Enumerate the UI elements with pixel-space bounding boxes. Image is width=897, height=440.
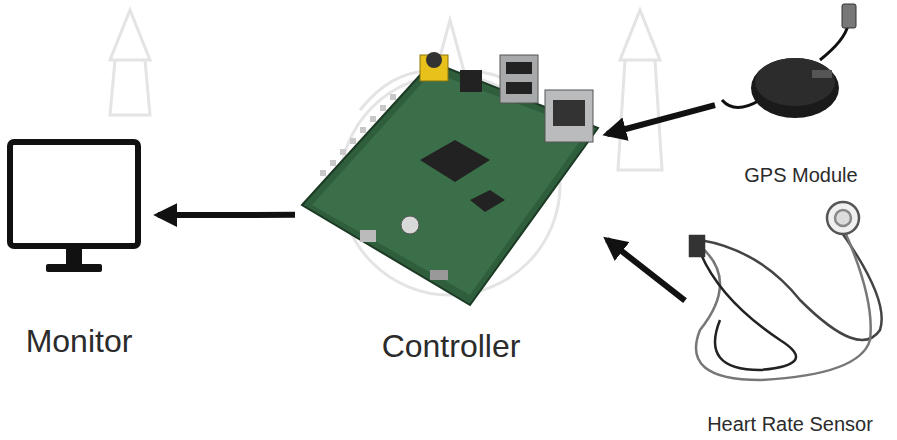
monitor-node: Monitor (0, 130, 158, 360)
controller-board (302, 52, 598, 305)
arrow-connector (607, 240, 685, 301)
heart-rate-sensor-picture (690, 202, 882, 380)
node-label: Monitor (23, 323, 136, 360)
node-label: GPS Module (741, 164, 860, 187)
heart-rate-sensor-node: Heart Rate Sensor (685, 190, 895, 436)
node-label: Controller (379, 328, 524, 365)
arrow-connector (607, 105, 715, 134)
node-label: Heart Rate Sensor (704, 413, 876, 436)
arrow-connector (158, 212, 295, 218)
controller-node: Controller (295, 35, 607, 365)
gps-module-node: GPS Module (715, 5, 887, 187)
gps-module-picture (722, 4, 856, 118)
monitor-icon (10, 142, 138, 272)
